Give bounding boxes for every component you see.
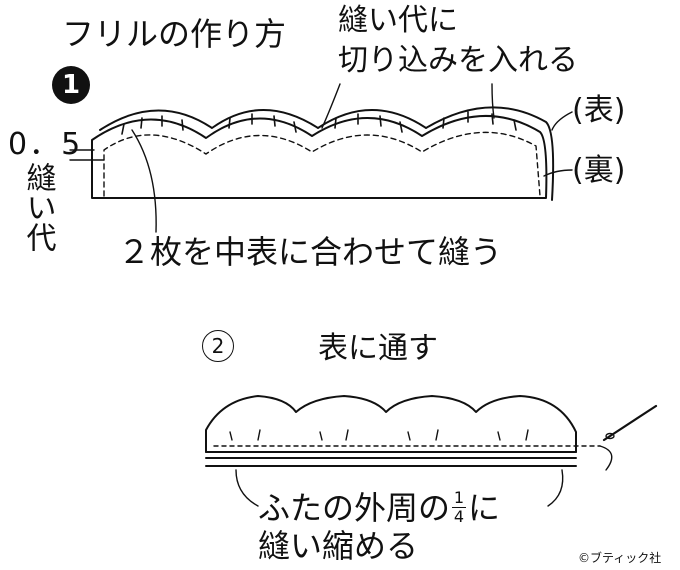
leader-cut-note (321, 83, 341, 129)
seam-label: 縫い代 (20, 162, 56, 252)
label-back: (裏) (572, 153, 626, 188)
fraction-bar (452, 507, 467, 508)
frill-back-layer (99, 106, 555, 201)
instruction-after: に (468, 488, 501, 527)
leader-gather-2 (547, 469, 564, 507)
step-2-instruction-line-2: 縫い縮める (258, 527, 419, 565)
fraction-denominator: 4 (453, 507, 465, 526)
seam-dashed-line (103, 131, 541, 197)
label-front: (表) (572, 93, 626, 128)
thread-icon (599, 445, 613, 471)
step-2-number: 2 (202, 330, 234, 362)
copyright: ©ブティック社 (578, 551, 662, 565)
step-1-instruction: ２枚を中表に合わせて縫う (118, 233, 503, 271)
instruction-before: ふたの外周の (258, 488, 451, 527)
needle-eye-icon (605, 432, 615, 440)
leader-front (551, 111, 573, 131)
diagram-title: フリルの作り方 (62, 15, 287, 53)
leader-cut-note-2 (491, 83, 495, 119)
note-cut-line-2: 切り込みを入れる (338, 43, 578, 78)
fraction-numerator: 1 (453, 488, 465, 507)
frill-turned-bottom (205, 451, 577, 467)
cut-marks (121, 111, 517, 135)
leader-seam (69, 149, 105, 161)
fraction-quarter: 1 4 (452, 488, 467, 526)
step-1-number: 1 (52, 66, 90, 104)
frill-turned (205, 395, 577, 453)
note-cut-line-1: 縫い代に (338, 3, 458, 38)
leader-sew (131, 129, 157, 233)
leader-back (543, 169, 573, 177)
step-2-instruction: ふたの外周の 1 4 に (258, 490, 500, 525)
step-2-title: 表に通す (318, 331, 438, 366)
leader-gather (235, 469, 259, 507)
needle-icon (602, 404, 658, 442)
gather-marks (229, 429, 529, 441)
seam-width: 0．5 (8, 127, 83, 162)
